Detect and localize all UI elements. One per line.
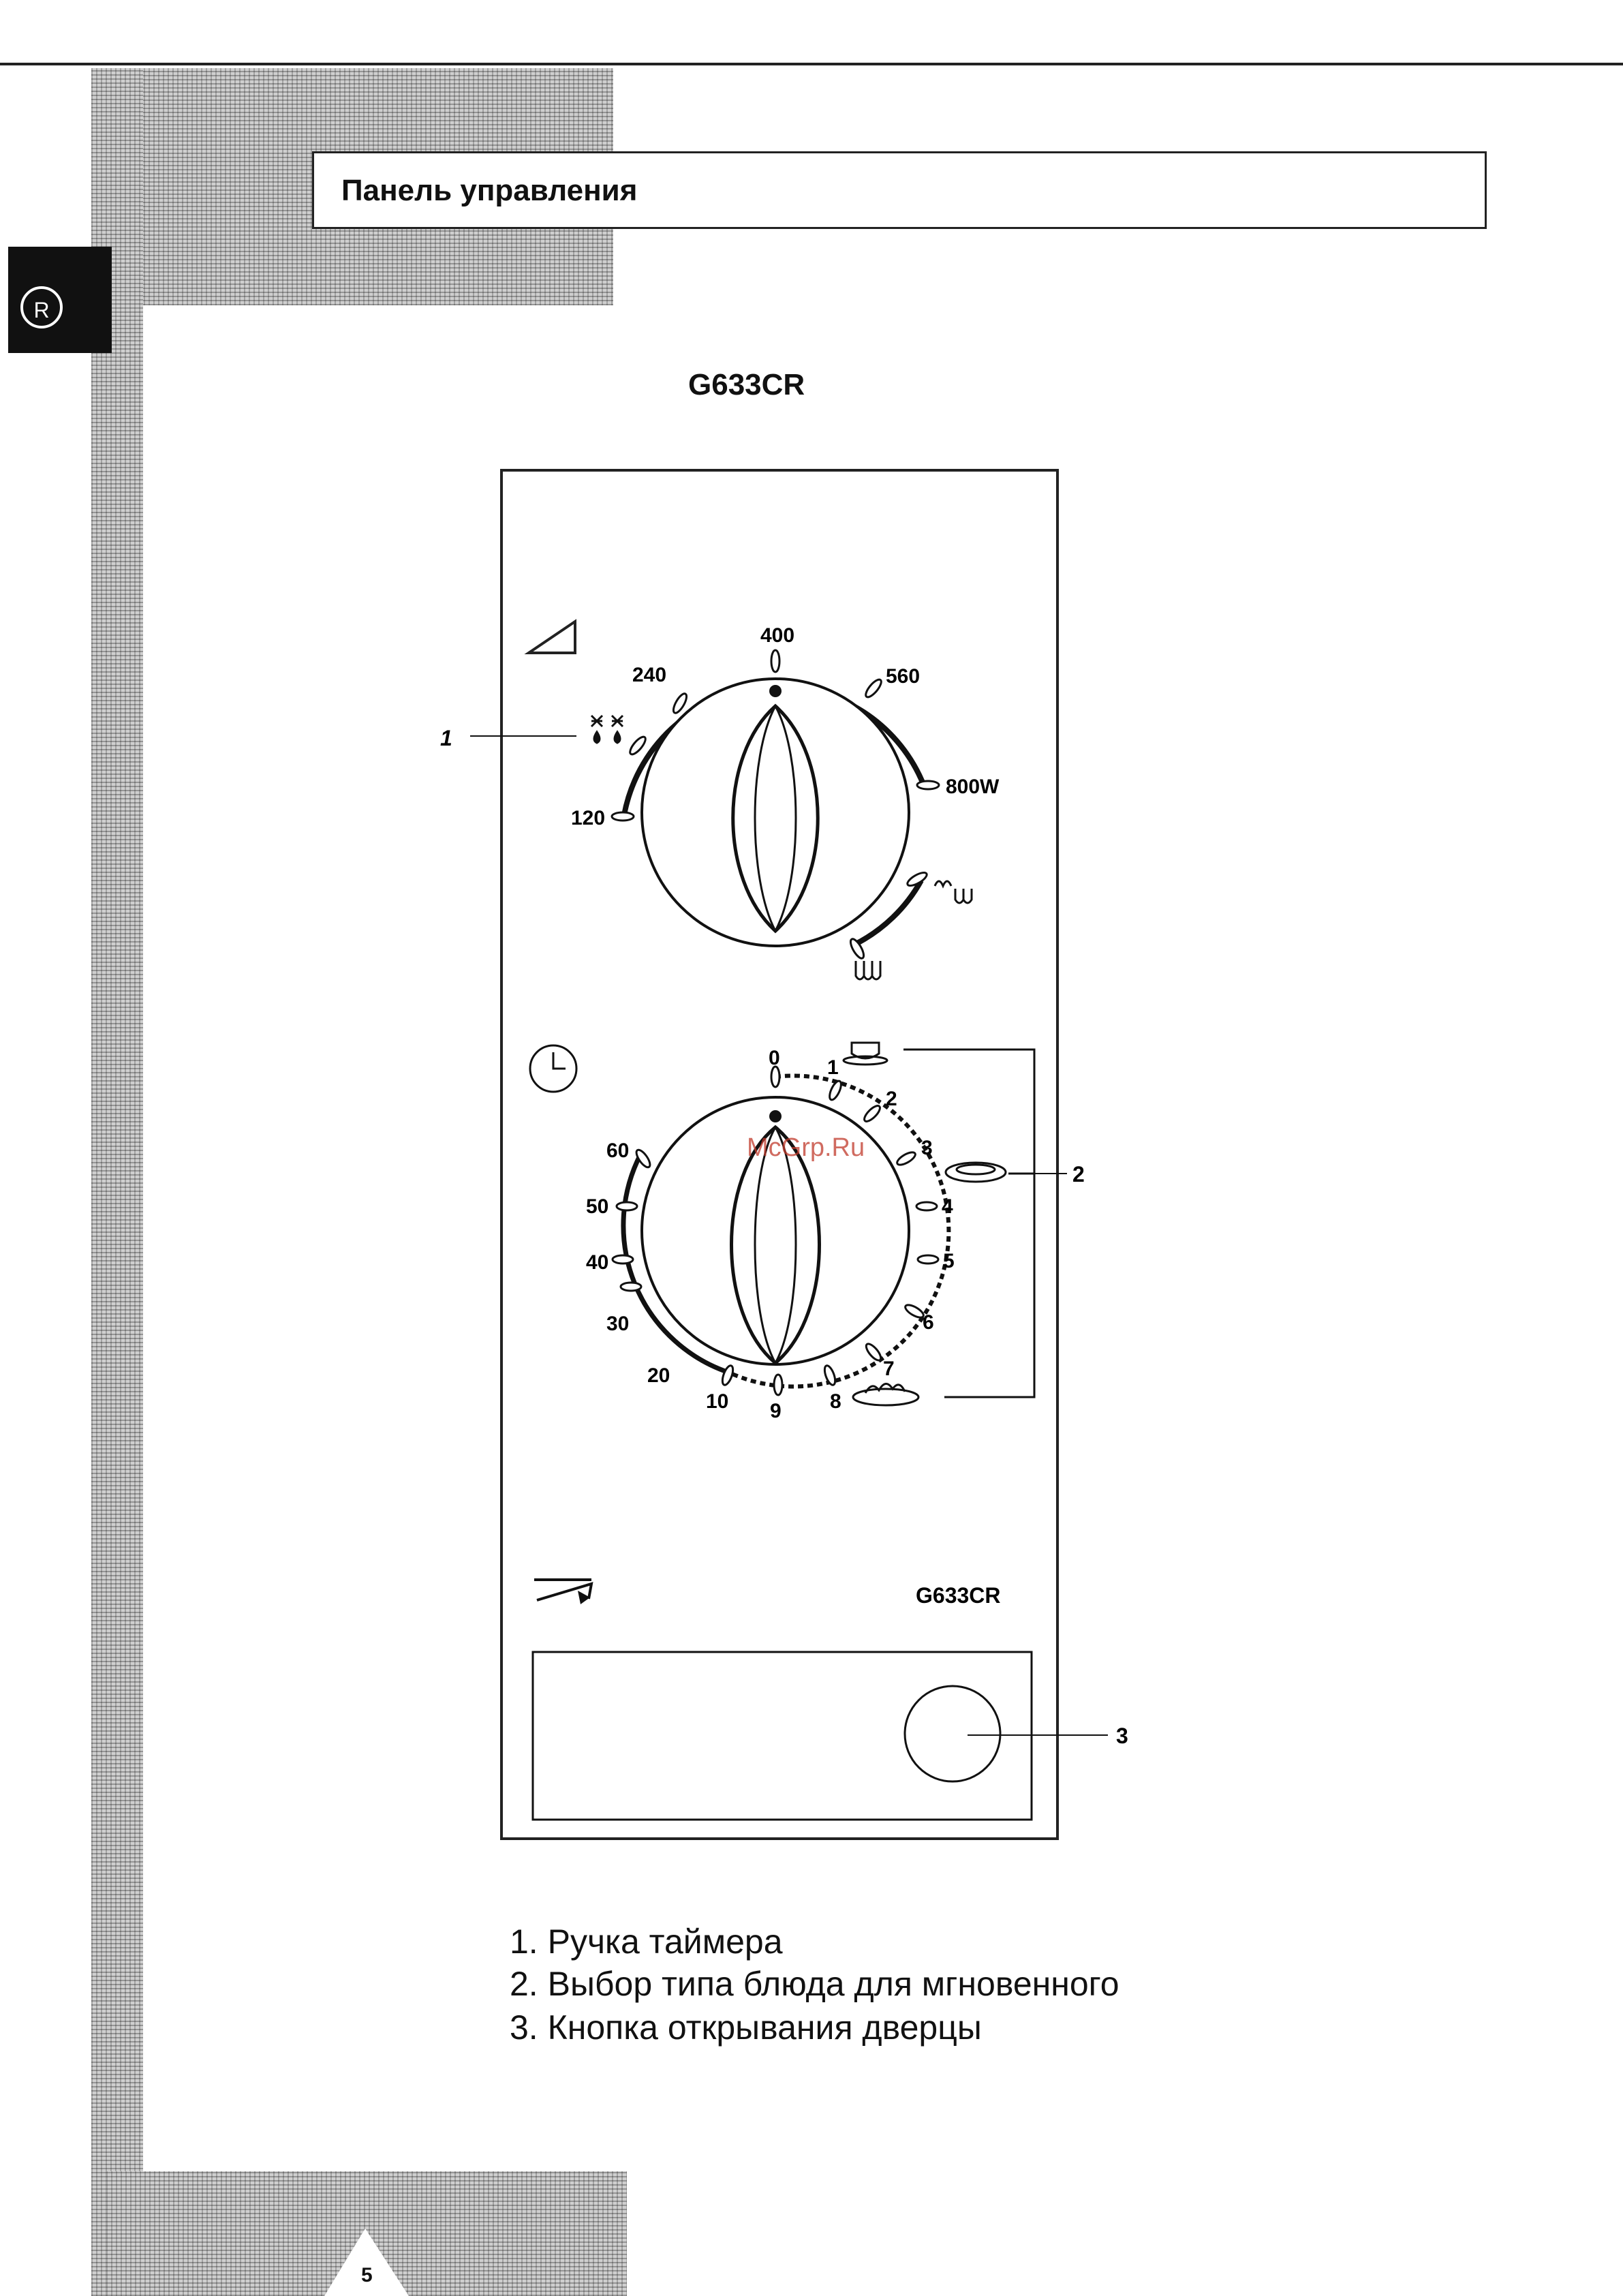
timer-mark-3: 3 (921, 1137, 933, 1159)
clock-icon-hands (553, 1052, 566, 1069)
tick-9 (774, 1375, 782, 1395)
power-mark-800w: 800W (946, 776, 1000, 798)
timer-mark-50: 50 (586, 1195, 608, 1218)
legend-item-2: 2. Выбор типа блюда для мгновенного (510, 1964, 1119, 2004)
food-icon (853, 1383, 918, 1405)
power-mark-240: 240 (632, 664, 666, 686)
timer-dial: 0 1 2 3 4 5 6 7 8 9 10 20 30 40 50 60 (530, 1043, 1034, 1422)
tick-50 (617, 1202, 637, 1210)
callout-1: 1 (440, 726, 452, 750)
tick-3 (895, 1150, 917, 1167)
grill-icon (856, 961, 880, 979)
timer-mark-10: 10 (706, 1390, 728, 1413)
power-mark-560: 560 (886, 665, 920, 688)
tick-5 (918, 1255, 938, 1264)
tick-40 (613, 1255, 633, 1264)
door-button-frame (533, 1652, 1032, 1820)
timer-mark-8: 8 (830, 1390, 841, 1413)
door-open-button (905, 1686, 1000, 1781)
model-label: G633CR (916, 1583, 1001, 1608)
timer-mark-6: 6 (923, 1311, 934, 1334)
tick-800w (917, 781, 939, 789)
callout-3: 3 (1116, 1724, 1128, 1748)
tick-400 (771, 650, 779, 672)
tick-560 (863, 677, 884, 699)
tick-0 (771, 1067, 779, 1087)
door-icon-arrow (578, 1591, 590, 1604)
tick-4 (916, 1202, 937, 1210)
power-dial: 120 240 400 560 800W (529, 622, 1000, 979)
timer-mark-1: 1 (827, 1056, 839, 1079)
power-mark-120: 120 (571, 807, 605, 829)
power-dial-ring (642, 679, 909, 946)
bracket-line (903, 1050, 1034, 1397)
tick-defrost (628, 735, 648, 756)
legend-item-3: 3. Кнопка открывания дверцы (510, 2008, 982, 2047)
timer-mark-5: 5 (943, 1250, 955, 1272)
grill-combi-icon (935, 881, 972, 903)
cup-icon (844, 1043, 887, 1065)
plate-icon (946, 1163, 1006, 1182)
page-number: 5 (361, 2264, 373, 2287)
timer-dial-dot (769, 1110, 782, 1122)
timer-mark-2: 2 (886, 1088, 897, 1110)
tick-120 (612, 812, 634, 821)
tick-2 (862, 1103, 882, 1124)
legend-item-1: 1. Ручка таймера (510, 1922, 783, 1961)
tick-1 (827, 1080, 844, 1101)
timer-mark-4: 4 (942, 1195, 953, 1218)
timer-mark-9: 9 (770, 1400, 782, 1422)
timer-mark-20: 20 (647, 1364, 670, 1387)
power-mark-400: 400 (760, 624, 794, 647)
power-dial-dot (769, 685, 782, 697)
defrost-icon (591, 716, 623, 743)
power-icon (529, 622, 575, 653)
timer-mark-30: 30 (606, 1313, 629, 1335)
tick-10 (720, 1364, 735, 1386)
callout-2: 2 (1072, 1162, 1085, 1187)
timer-mark-0: 0 (769, 1047, 780, 1069)
watermark: McGrp.Ru (747, 1133, 865, 1162)
timer-mark-60: 60 (606, 1139, 629, 1162)
timer-mark-40: 40 (586, 1251, 608, 1274)
tick-8 (822, 1364, 837, 1386)
timer-mark-7: 7 (883, 1358, 895, 1380)
tick-30 (621, 1283, 641, 1291)
tick-7 (864, 1342, 883, 1363)
